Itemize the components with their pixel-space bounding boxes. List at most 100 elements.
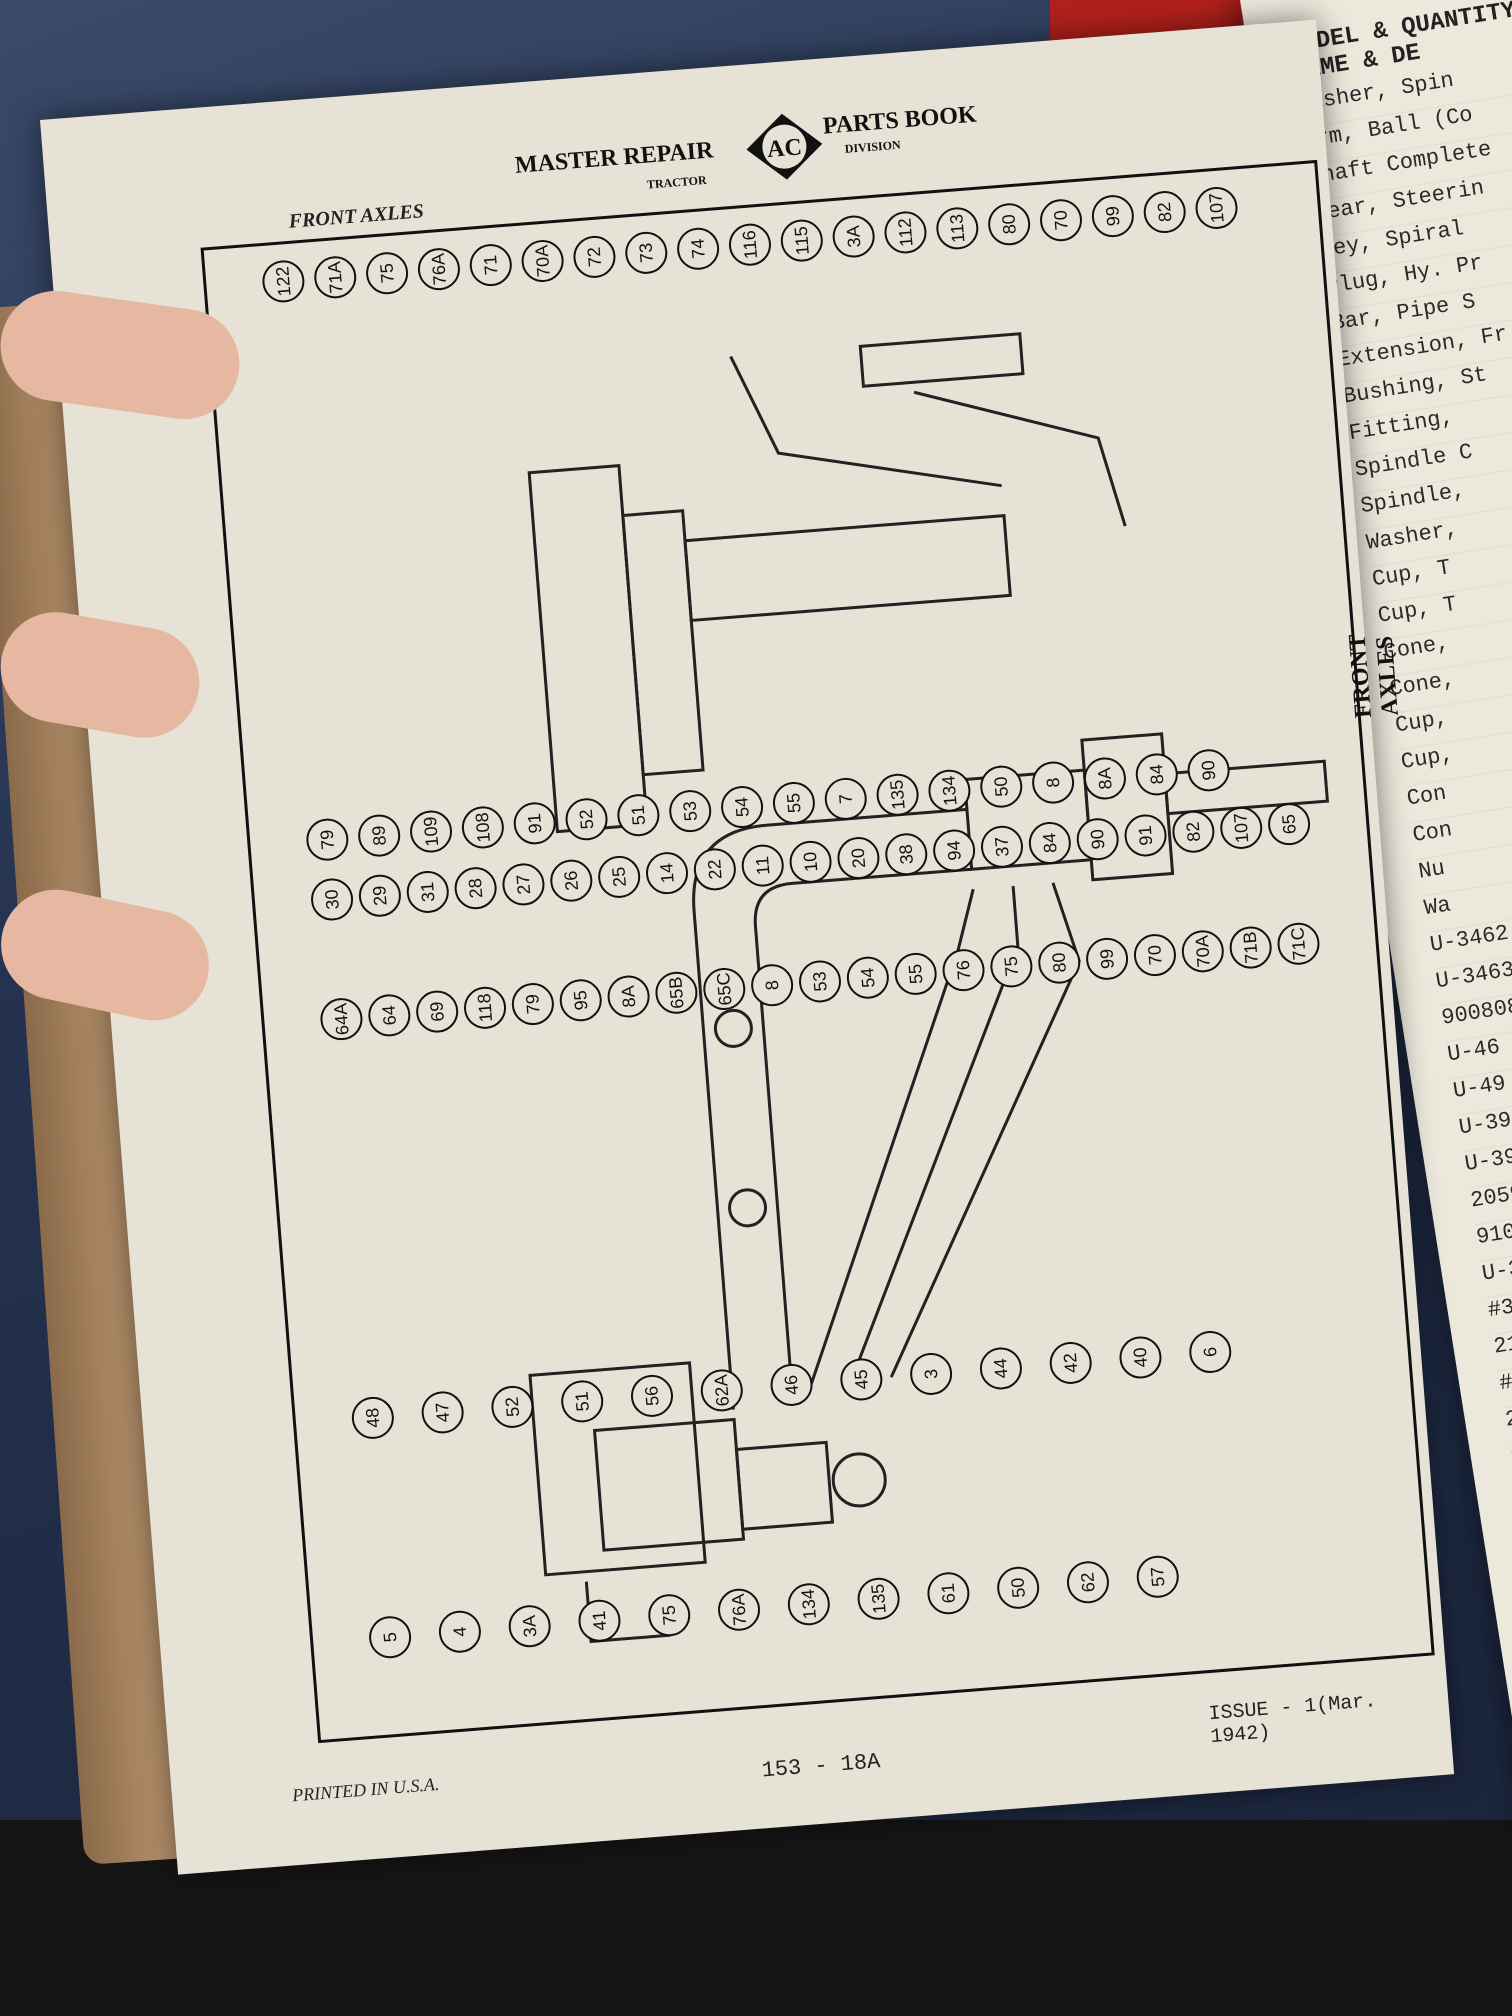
callout-number: 71 xyxy=(480,254,502,276)
callout-circle xyxy=(876,773,919,816)
callout-number: 91 xyxy=(1135,825,1157,847)
callout-circle xyxy=(1038,941,1081,984)
callout-circle xyxy=(703,967,746,1010)
callout-circle xyxy=(565,798,608,841)
callout-number: 3A xyxy=(843,225,865,249)
callout-circle xyxy=(469,244,512,287)
callout-number: 56 xyxy=(641,1385,663,1407)
callout-number: 8A xyxy=(1094,767,1116,791)
callout-circle xyxy=(824,777,867,820)
callout-circle xyxy=(677,227,720,270)
callout-circle xyxy=(798,960,841,1003)
callout-number: 54 xyxy=(731,796,753,818)
callout-circle xyxy=(772,781,815,824)
callout-circle xyxy=(770,1363,813,1406)
callout-number: 107 xyxy=(1230,812,1252,844)
callout-number: 51 xyxy=(571,1391,593,1413)
callout-circle xyxy=(1277,922,1320,965)
callout-circle xyxy=(1076,818,1119,861)
callout-number: 8 xyxy=(762,979,783,991)
callout-circle xyxy=(306,818,349,861)
callout-circle xyxy=(1040,199,1083,242)
callout-number: 91 xyxy=(524,813,546,835)
callout-number: 134 xyxy=(938,775,960,807)
side-title: FRONT AXLES xyxy=(1344,633,1404,719)
callout-circle xyxy=(421,1391,464,1434)
callout-number: 75 xyxy=(658,1604,680,1626)
callout-number: 76A xyxy=(728,1593,750,1627)
bottom-assembly-drawing xyxy=(528,1361,887,1644)
callout-number: 64 xyxy=(379,1005,401,1027)
callout-circle xyxy=(438,1610,481,1653)
callout-number: 107 xyxy=(1205,192,1227,224)
callout-number: 71C xyxy=(1287,927,1310,961)
callout-number: 65B xyxy=(665,976,687,1010)
callout-circle xyxy=(885,833,928,876)
callout-circle xyxy=(491,1385,534,1428)
callout-number: 42 xyxy=(1060,1352,1082,1374)
callout-circle xyxy=(550,859,593,902)
callout-circle xyxy=(559,979,602,1022)
callout-circle xyxy=(1133,934,1176,977)
callout-circle xyxy=(646,852,689,895)
callout-number: 76 xyxy=(953,959,975,981)
callout-number: 52 xyxy=(576,809,598,831)
callout-circle xyxy=(1189,1330,1232,1373)
page-header-left: FRONT AXLES xyxy=(287,200,425,233)
callout-circle xyxy=(936,207,979,250)
callout-number: 82 xyxy=(1154,201,1176,223)
callout-number: 84 xyxy=(1146,764,1168,786)
callout-number: 7 xyxy=(835,793,856,805)
callout-number: 44 xyxy=(990,1358,1012,1380)
callout-number: 89 xyxy=(368,825,390,847)
callout-circle xyxy=(513,802,556,845)
callout-circle xyxy=(454,867,497,910)
callout-number: 61 xyxy=(938,1583,960,1605)
callout-circle xyxy=(721,786,764,829)
callout-number: 115 xyxy=(791,226,813,256)
callout-number: 135 xyxy=(886,779,908,811)
callout-circle xyxy=(617,794,660,837)
callout-circle xyxy=(1229,926,1272,969)
callout-number: 50 xyxy=(991,776,1013,798)
callout-circle xyxy=(980,765,1023,808)
callout-number: 40 xyxy=(1130,1347,1152,1369)
callout-number: 62 xyxy=(1077,1572,1099,1594)
callout-circle xyxy=(1172,810,1215,853)
callout-number: 70A xyxy=(531,244,553,278)
callout-circle xyxy=(314,256,357,299)
callout-number: 30 xyxy=(321,889,343,911)
callout-circle xyxy=(1091,195,1134,238)
callout-number: 55 xyxy=(783,792,805,814)
callout-circle xyxy=(1143,191,1186,234)
callout-number: 57 xyxy=(1147,1566,1169,1588)
callout-number: 70 xyxy=(1144,944,1166,966)
callout-number: 70A xyxy=(1192,935,1214,969)
callout-number: 31 xyxy=(417,881,439,903)
callout-circle xyxy=(1124,814,1167,857)
callout-number: 79 xyxy=(317,829,339,851)
callout-number: 113 xyxy=(946,213,968,243)
footer-left: PRINTED IN U.S.A. xyxy=(291,1773,441,1806)
callout-circle xyxy=(693,848,736,891)
callout-circle xyxy=(751,964,794,1007)
page-header-division: DIVISION xyxy=(844,137,902,156)
callout-circle xyxy=(997,1566,1040,1609)
callout-number: 53 xyxy=(809,971,831,993)
callout-number: 26 xyxy=(561,870,583,892)
callout-circle xyxy=(840,1358,883,1401)
callout-circle xyxy=(368,994,411,1037)
callout-number: 51 xyxy=(628,804,650,826)
callout-circle xyxy=(578,1599,621,1642)
callout-number: 94 xyxy=(943,840,965,862)
callout-circle xyxy=(502,863,545,906)
callout-circle xyxy=(846,956,889,999)
callout-number: 27 xyxy=(513,874,535,896)
callout-number: 135 xyxy=(867,1583,889,1615)
callout-circle xyxy=(884,211,927,254)
callout-circle xyxy=(980,825,1023,868)
callout-number: 25 xyxy=(608,866,630,888)
callout-circle xyxy=(461,806,504,849)
callout-circle xyxy=(669,790,712,833)
callout-number: 80 xyxy=(1048,952,1070,974)
